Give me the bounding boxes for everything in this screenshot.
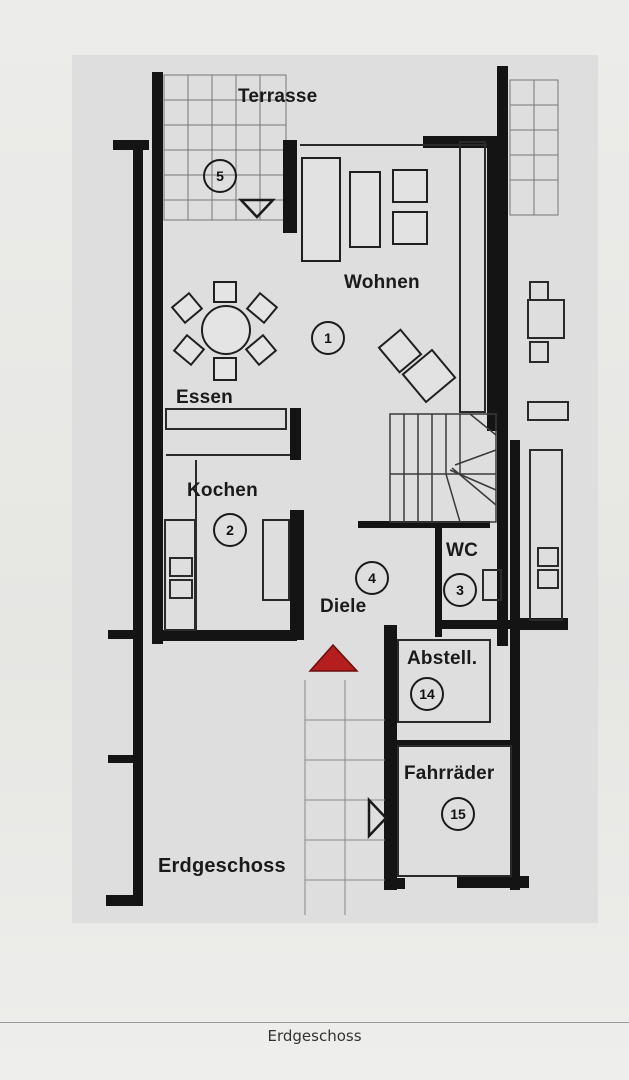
room-number-kochen: 2 <box>213 513 247 547</box>
room-label-kochen: Kochen <box>187 480 258 501</box>
room-label-terrasse: Terrasse <box>238 86 318 107</box>
entrance-marker <box>308 643 359 672</box>
terrace-tiles <box>163 74 559 221</box>
entrance-path <box>304 680 385 915</box>
walls <box>106 66 568 906</box>
room-label-essen: Essen <box>176 387 233 408</box>
staircase <box>389 413 497 523</box>
living-furniture <box>301 157 457 404</box>
room-number-wc: 3 <box>443 573 477 607</box>
room-label-wohnen: Wohnen <box>344 272 420 293</box>
floor-label: Erdgeschoss <box>158 855 286 877</box>
interior-lines <box>164 141 569 877</box>
caption-divider <box>0 1022 629 1023</box>
terrace-door-arrow <box>238 198 276 219</box>
room-label-diele: Diele <box>320 596 367 617</box>
room-number-wohnen: 1 <box>311 321 345 355</box>
room-label-fahrraeder: Fahrräder <box>404 763 495 784</box>
room-number-fahrraeder: 15 <box>441 797 475 831</box>
page-caption: Erdgeschoss <box>267 1027 362 1045</box>
dining-table <box>170 281 279 381</box>
room-label-abstell: Abstell. <box>407 648 478 669</box>
bike-room-arrow <box>367 796 388 840</box>
room-label-wc: WC <box>446 540 479 561</box>
room-number-terrasse: 5 <box>203 159 237 193</box>
room-number-abstell: 14 <box>410 677 444 711</box>
room-number-diele: 4 <box>355 561 389 595</box>
